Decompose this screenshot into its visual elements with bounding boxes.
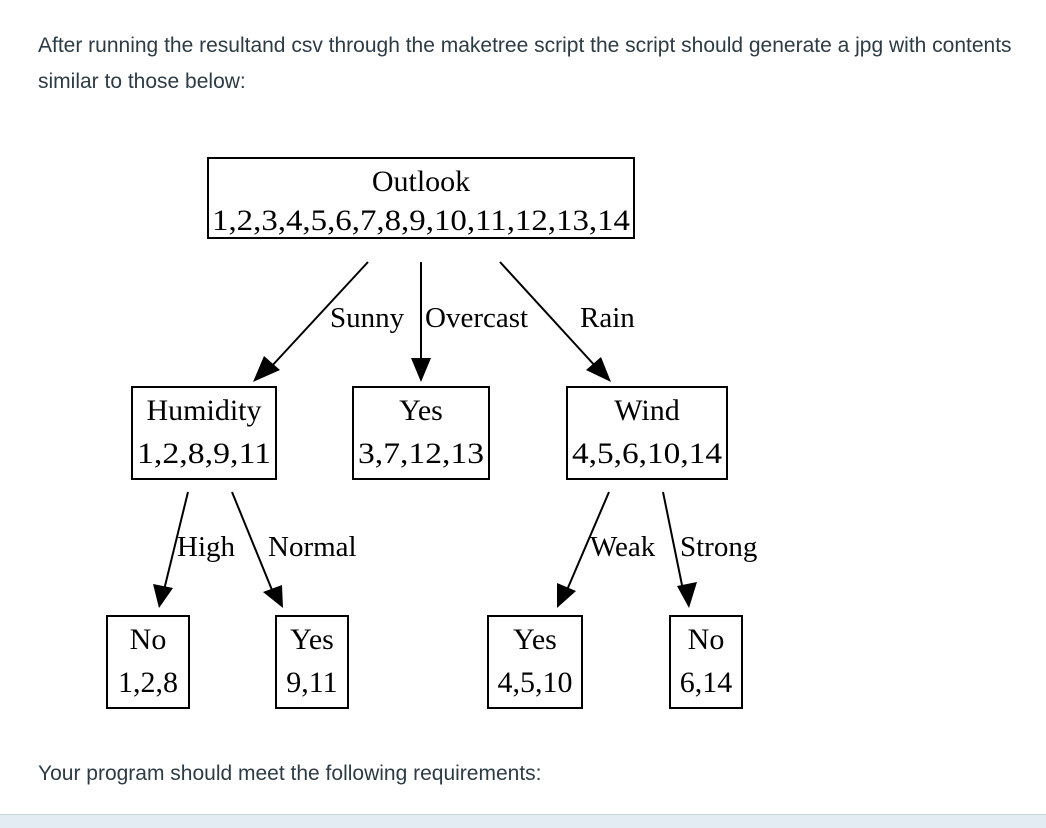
edge-labels: Sunny Overcast Rain High Normal Weak Str… xyxy=(177,302,757,563)
bottom-bar xyxy=(0,814,1046,828)
intro-paragraph: After running the resultand csv through … xyxy=(38,34,1012,93)
node-outlook-samples: 1,2,3,4,5,6,7,8,9,10,11,12,13,14 xyxy=(212,204,630,237)
node-normal-yes-title: Yes xyxy=(290,623,334,656)
requirements-paragraph: Your program should meet the following r… xyxy=(38,762,542,785)
node-humidity: Humidity 1,2,8,9,11 xyxy=(131,386,277,480)
node-weak-yes-title: Yes xyxy=(513,623,557,656)
edge-label-high: High xyxy=(177,531,236,563)
arrow-strong xyxy=(677,582,697,608)
edge-sunny xyxy=(269,261,369,369)
edge-weak xyxy=(566,491,610,591)
node-overcast-yes-title: Yes xyxy=(399,394,443,427)
arrow-rain xyxy=(586,357,611,382)
node-high-no-samples: 1,2,8 xyxy=(118,666,178,699)
edge-label-weak: Weak xyxy=(590,531,656,563)
node-overcast-yes-samples: 3,7,12,13 xyxy=(358,437,484,470)
edge-high xyxy=(163,491,189,591)
edge-strong xyxy=(662,491,684,591)
arrow-high xyxy=(153,584,173,608)
edge-normal xyxy=(231,491,273,591)
arrow-sunny xyxy=(253,356,280,382)
node-outlook: Outlook 1,2,3,4,5,6,7,8,9,10,11,12,13,14 xyxy=(207,157,635,239)
arrow-normal xyxy=(263,585,283,608)
node-strong-no: No 6,14 xyxy=(669,615,743,709)
node-wind-title: Wind xyxy=(614,394,679,427)
node-humidity-title: Humidity xyxy=(146,394,261,427)
arrow-overcast xyxy=(411,358,431,382)
node-high-no: No 1,2,8 xyxy=(106,615,190,709)
edge-label-overcast: Overcast xyxy=(425,302,528,334)
node-normal-yes: Yes 9,11 xyxy=(275,615,349,709)
node-weak-yes-samples: 4,5,10 xyxy=(498,666,573,699)
node-strong-no-title: No xyxy=(688,623,725,656)
node-high-no-title: No xyxy=(130,623,167,656)
node-humidity-samples: 1,2,8,9,11 xyxy=(137,437,271,470)
node-normal-yes-samples: 9,11 xyxy=(286,666,337,699)
node-wind: Wind 4,5,6,10,14 xyxy=(566,386,728,480)
node-wind-samples: 4,5,6,10,14 xyxy=(572,437,722,470)
edge-label-normal: Normal xyxy=(268,531,357,563)
node-outlook-title: Outlook xyxy=(372,165,470,198)
edge-rain xyxy=(499,261,598,369)
node-weak-yes: Yes 4,5,10 xyxy=(487,615,583,709)
edge-label-sunny: Sunny xyxy=(330,302,405,334)
tree-edges xyxy=(153,261,697,608)
edge-label-strong: Strong xyxy=(680,531,757,563)
edge-label-rain: Rain xyxy=(580,302,635,334)
decision-tree-figure: Sunny Overcast Rain High Normal Weak Str… xyxy=(106,157,757,709)
arrow-weak xyxy=(557,583,576,608)
node-strong-no-samples: 6,14 xyxy=(680,666,733,699)
node-overcast-yes: Yes 3,7,12,13 xyxy=(352,386,490,480)
